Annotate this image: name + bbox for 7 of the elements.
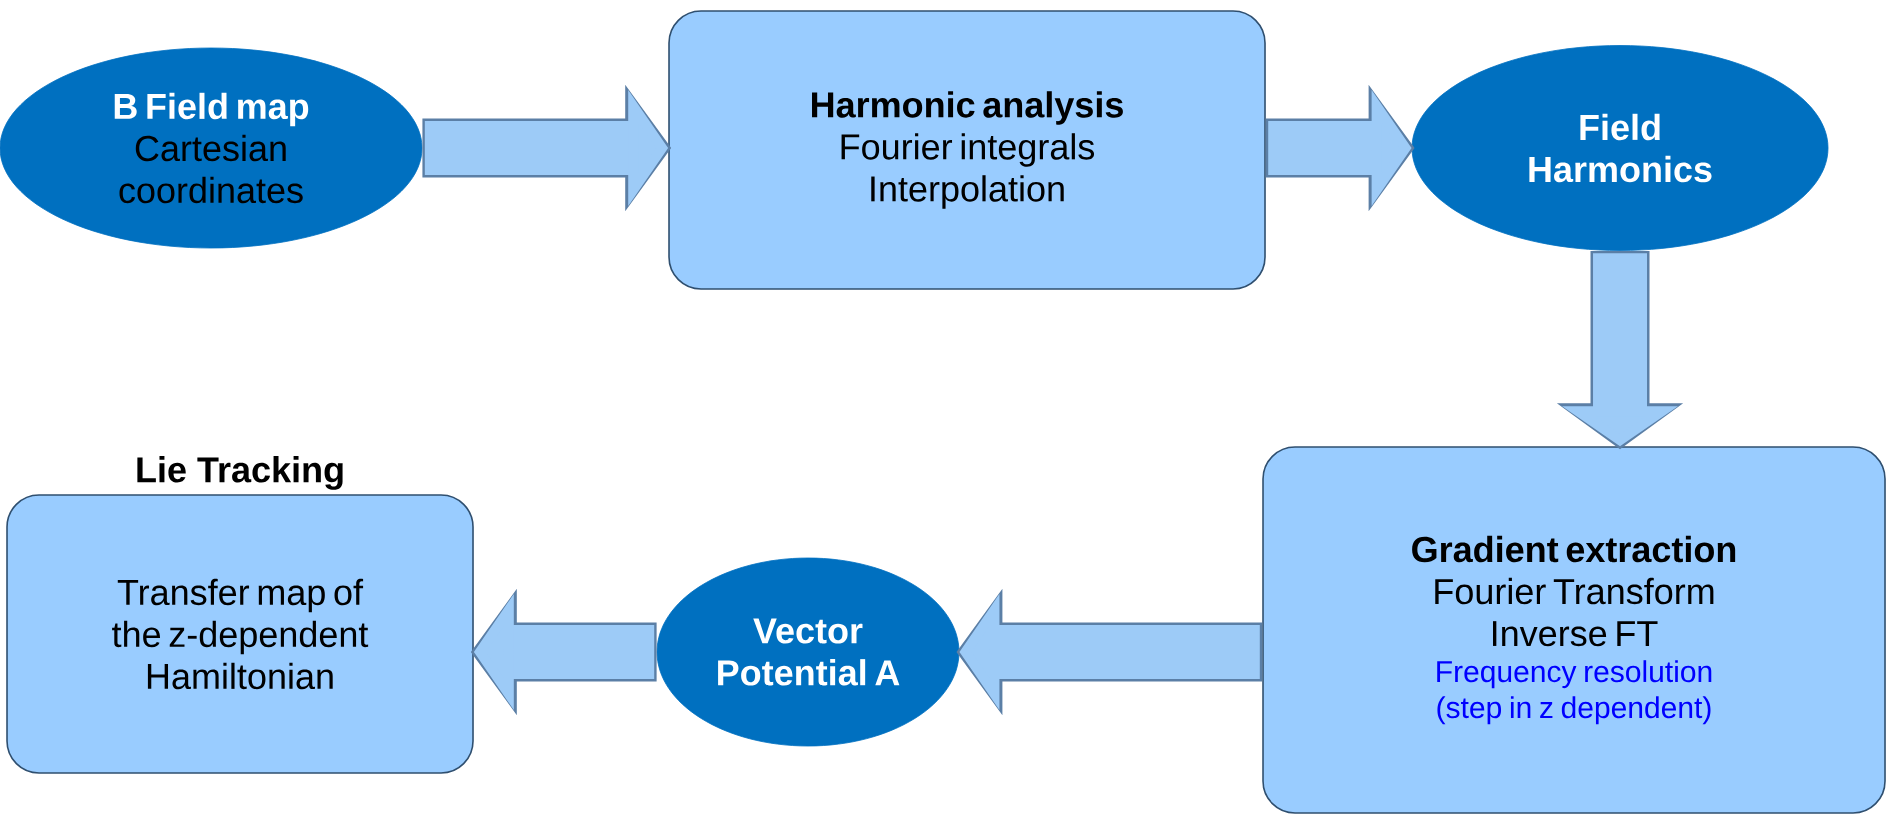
ellipse-node: B Field map Cartesian coordinates — [0, 47, 423, 249]
rounded-box: Harmonic analysis Fourier integrals Interpolation — [668, 10, 1266, 290]
ellipse-node: Vector Potential A — [656, 557, 960, 747]
rounded-box: Transfer map of the z-dependent Hamiltonian — [6, 494, 474, 774]
ellipse-node: Field Harmonics — [1411, 45, 1829, 251]
rounded-box: Gradient extraction Fourier Transform Inverse FT Frequency resolution (step in z dependent) — [1262, 446, 1886, 814]
heading: Lie Tracking — [137, 456, 343, 490]
